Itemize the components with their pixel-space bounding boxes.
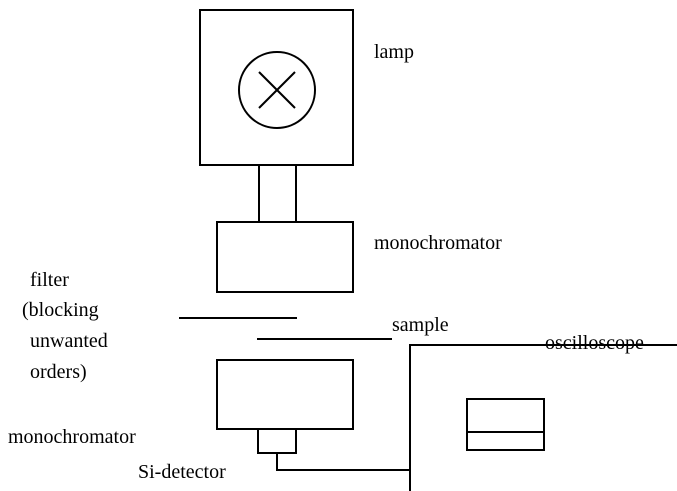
oscilloscope-screen [466,398,545,451]
lamp-symbol-icon [238,51,316,129]
si-detector-label: Si-detector [138,461,226,483]
filter-label-line3: unwanted [30,330,108,352]
monochromator-top-label: monochromator [374,232,502,254]
filter-label-line1: filter [30,269,69,291]
light-guide [258,165,297,222]
sample-label: sample [392,314,449,336]
monochromator-bottom-label: monochromator [8,426,136,448]
filter-label-line2: (blocking [22,299,99,321]
oscilloscope-box [409,344,677,491]
oscilloscope-label: oscilloscope [545,332,644,354]
detector-cable [276,453,410,471]
lamp-housing [199,9,354,166]
si-detector-box [257,428,297,454]
monochromator-top-box [216,221,354,293]
filter-label-line4: orders) [30,361,87,383]
monochromator-bottom-box [216,359,354,430]
lamp-label: lamp [374,41,414,63]
